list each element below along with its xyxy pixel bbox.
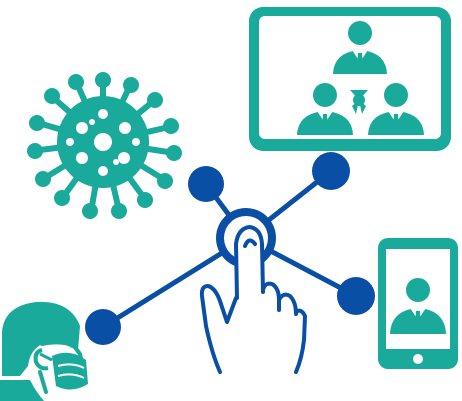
virus-core-dots (66, 109, 140, 176)
video-conference-monitor-icon (249, 7, 451, 151)
network-nodes (85, 152, 375, 345)
node-top-right (312, 152, 350, 190)
masked-person-icon (0, 301, 88, 401)
tablet-video-call-icon (378, 238, 458, 369)
node-left-bottom (85, 309, 121, 345)
tablet-home-button (413, 354, 423, 364)
person-avatar-icon (368, 83, 424, 135)
virus-icon (27, 72, 182, 219)
person-avatar-icon (297, 83, 353, 135)
node-right (337, 277, 375, 315)
connection-arrows-icon (350, 90, 368, 114)
person-avatar-icon (390, 278, 446, 334)
person-avatar-icon (333, 21, 387, 74)
node-top-left (188, 166, 224, 202)
pointing-finger-icon (199, 225, 307, 376)
